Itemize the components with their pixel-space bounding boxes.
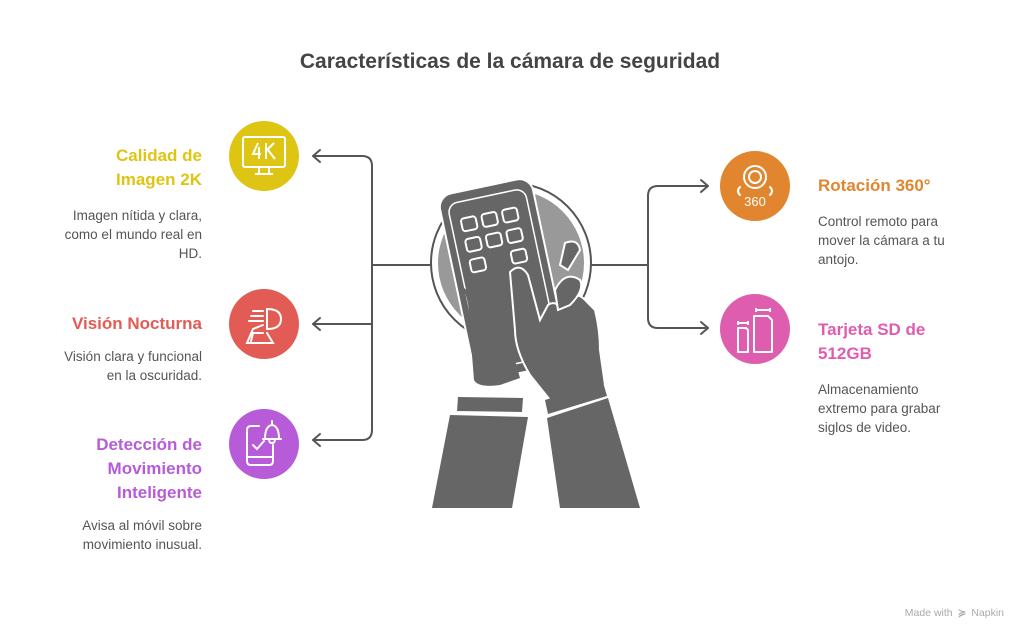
svg-text:360: 360 <box>744 194 766 209</box>
desc-line: como el mundo real en <box>64 227 202 242</box>
desc-line: mover la cámara a tu <box>818 233 945 248</box>
desc-line: Imagen nítida y clara, <box>72 208 202 223</box>
desc-line: HD. <box>178 246 202 261</box>
feature-title-rotacion: Rotación 360° <box>818 174 1008 198</box>
feature-title-vision: Visión Nocturna <box>40 312 202 336</box>
feature-desc-vision: Visión clara y funcional en la oscuridad… <box>20 347 202 385</box>
title-line: Rotación 360° <box>818 176 931 195</box>
desc-line: Avisa al móvil sobre <box>82 518 202 533</box>
right-connector <box>589 179 709 335</box>
title-line: Calidad de <box>116 146 202 165</box>
desc-line: extremo para grabar <box>818 401 941 416</box>
footer-brand: Napkin <box>971 607 1004 619</box>
desc-line: Control remoto para <box>818 214 939 229</box>
desc-line: antojo. <box>818 252 859 267</box>
feature-desc-deteccion: Avisa al móvil sobre movimiento inusual. <box>20 516 202 554</box>
title-line: Imagen 2K <box>116 170 202 189</box>
desc-line: siglos de video. <box>818 420 912 435</box>
headlight-icon <box>229 289 299 359</box>
napkin-watermark[interactable]: Made with ≽ Napkin <box>905 607 1004 619</box>
desc-line: Visión clara y funcional <box>64 349 202 364</box>
360-camera-icon: 360 <box>720 151 790 221</box>
feature-desc-rotacion: Control remoto para mover la cámara a tu… <box>818 212 1008 269</box>
title-line: Movimiento <box>107 459 202 478</box>
feature-title-deteccion: Detección de Movimiento Inteligente <box>30 433 202 505</box>
footer-prefix: Made with <box>904 607 953 619</box>
napkin-logo-icon: ≽ <box>957 607 967 619</box>
left-connector <box>312 149 433 447</box>
feature-desc-calidad: Imagen nítida y clara, como el mundo rea… <box>20 206 202 263</box>
sd-card-icon <box>720 294 790 364</box>
title-line: Tarjeta SD de <box>818 320 926 339</box>
title-line: Inteligente <box>116 483 202 502</box>
title-line: 512GB <box>818 344 872 363</box>
title-line: Detección de <box>96 435 202 454</box>
feature-title-calidad: Calidad de Imagen 2K <box>40 144 202 192</box>
hands-remote-icon <box>430 178 640 508</box>
title-line: Visión Nocturna <box>71 314 202 333</box>
desc-line: Almacenamiento <box>818 382 919 397</box>
desc-line: movimiento inusual. <box>82 537 202 552</box>
4k-monitor-icon <box>229 121 299 191</box>
feature-title-tarjeta: Tarjeta SD de 512GB <box>818 318 1008 366</box>
feature-desc-tarjeta: Almacenamiento extremo para grabar siglo… <box>818 380 1008 437</box>
phone-bell-icon <box>229 409 299 479</box>
desc-line: en la oscuridad. <box>106 368 202 383</box>
page-title: Características de la cámara de segurida… <box>299 50 721 73</box>
